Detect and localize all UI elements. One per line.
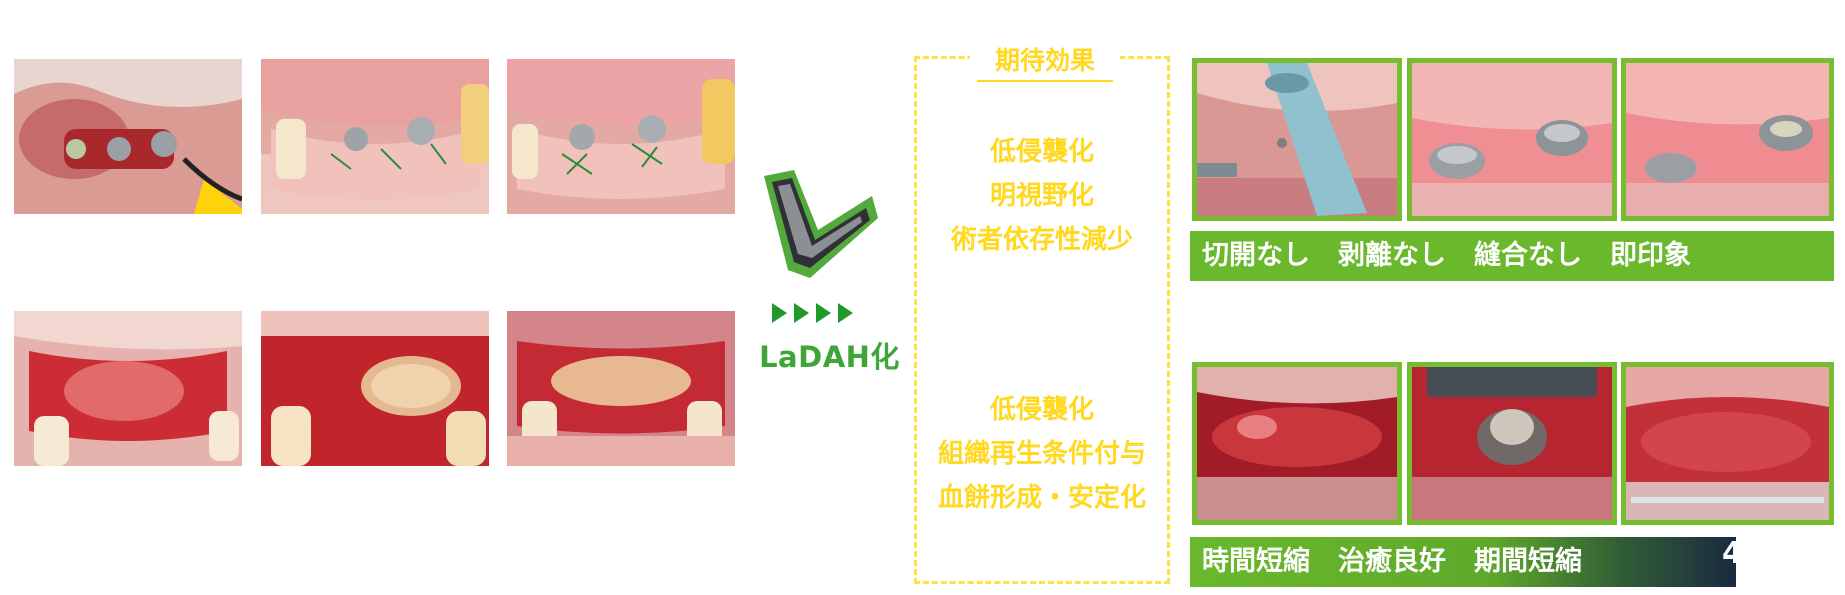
ladah-check-logo	[760, 170, 880, 280]
caption-item: 治癒良好	[1338, 546, 1446, 577]
caption-bar-top: 切開なし剥離なし縫合なし即印象	[1190, 231, 1834, 281]
caption-item: 時間短縮	[1202, 546, 1310, 577]
photo-ladah-socket-1	[1192, 362, 1402, 525]
effect-item: 明視野化	[989, 181, 1094, 211]
arrow-right-icon	[816, 303, 831, 323]
arrow-right-icon	[772, 303, 787, 323]
effect-item: 血餅形成・安定化	[937, 483, 1146, 513]
photo-ladah-healing-abutment	[1407, 58, 1617, 221]
effect-item: 組織再生条件付与	[937, 439, 1146, 469]
caption-item: 剥離なし	[1338, 240, 1446, 271]
arrow-right-icon	[794, 303, 809, 323]
photo-ladah-punch	[1192, 58, 1402, 221]
arrow-right-icon	[838, 303, 853, 323]
photo-conventional-graft-2	[261, 311, 489, 466]
photo-ladah-immediate-impression	[1621, 58, 1834, 221]
photo-conventional-implant-2	[261, 59, 489, 214]
expected-effect-title: 期待効果	[970, 41, 1120, 79]
caption-item: 期間短縮	[1474, 546, 1582, 577]
caption-item: 縫合なし	[1474, 240, 1582, 271]
caption-item: 切開なし	[1202, 240, 1310, 271]
photo-conventional-implant-1	[14, 59, 242, 214]
photo-ladah-socket-healed	[1621, 362, 1834, 525]
photo-conventional-implant-3	[507, 59, 735, 214]
page-number: 4	[1722, 536, 1743, 571]
effect-item: 低侵襲化	[989, 137, 1094, 167]
effect-item: 術者依存性減少	[950, 225, 1133, 255]
ladah-label: LaDAH化	[759, 340, 900, 374]
photo-conventional-graft-3	[507, 311, 735, 466]
title-underline	[977, 80, 1113, 82]
caption-item: 即印象	[1610, 240, 1691, 271]
effect-item: 低侵襲化	[989, 395, 1094, 425]
photo-ladah-socket-graft	[1407, 362, 1617, 525]
effect-group-bottom: 低侵襲化 組織再生条件付与 血餅形成・安定化	[914, 388, 1170, 520]
effect-group-top: 低侵襲化 明視野化 術者依存性減少	[914, 130, 1170, 262]
caption-bar-bottom: 時間短縮治癒良好期間短縮	[1190, 537, 1736, 587]
photo-conventional-graft-1	[14, 311, 242, 466]
progress-arrows	[772, 303, 890, 325]
